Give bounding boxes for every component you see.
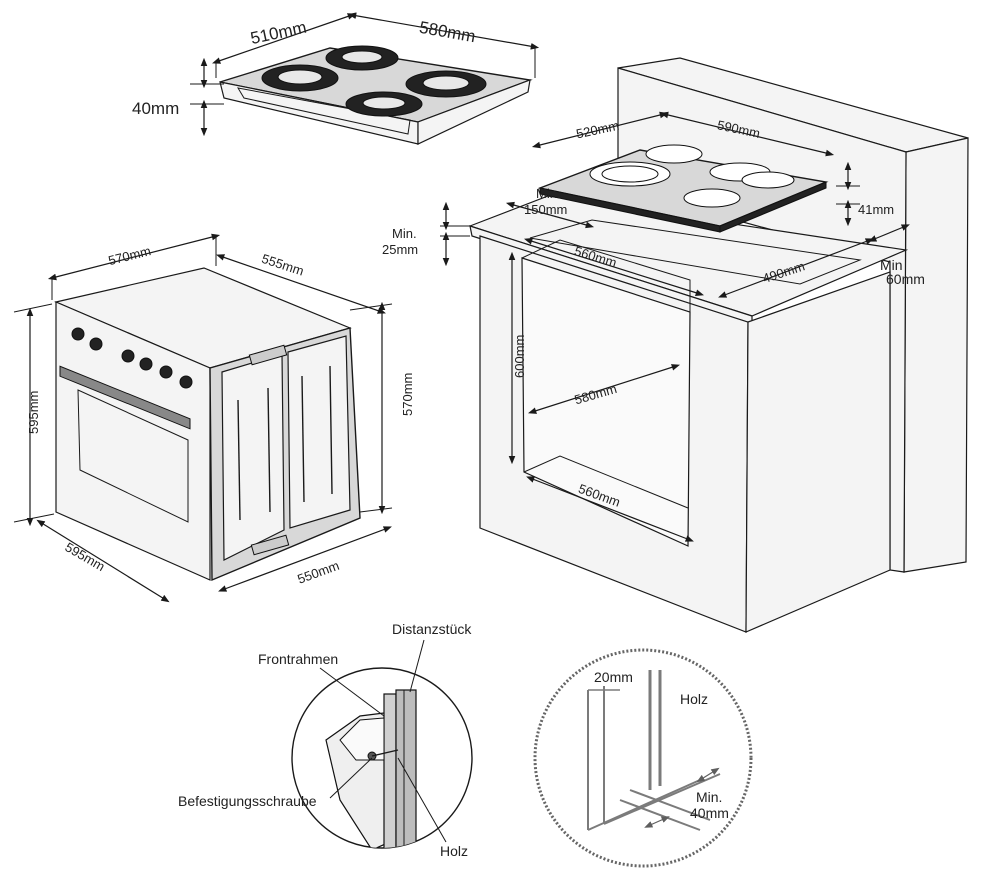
hob-depth-dimension: [347, 12, 540, 50]
detail-gap-label: 20mm: [594, 669, 633, 685]
oven-top-width-dimension: [47, 233, 221, 281]
detail-holz-label: Holz: [680, 691, 708, 707]
hob-side-edge: [417, 79, 531, 145]
niche-bottom-dimension: [526, 476, 694, 542]
oven-bottom-depth-label: 550mm: [295, 558, 341, 587]
gas-hob: 510mm 580mm 40mm: [132, 12, 540, 145]
min-side-label-1: Min: [880, 257, 903, 273]
oven-side-height-label: 570mm: [400, 373, 415, 416]
label-distanzstueck: Distanzstück: [392, 621, 472, 637]
oven-top-depth-label: 555mm: [260, 251, 306, 279]
min-back-label-1: Min.: [536, 186, 561, 201]
oven-handle: [59, 365, 191, 430]
min-side-label-2: 60mm: [886, 271, 925, 287]
oven: 570mm 555mm 595mm 595mm 570mm 550mm: [13, 233, 415, 603]
detail-min-label-1: Min.: [696, 789, 722, 805]
oven-window: [77, 389, 189, 523]
detail-min-label-2: 40mm: [690, 805, 729, 821]
oven-front-height-label: 595mm: [26, 391, 41, 434]
oven-rack-left: [221, 353, 285, 561]
label-frontrahmen: Frontrahmen: [258, 651, 338, 667]
label-befestigungsschraube: Befestigungsschraube: [178, 793, 317, 809]
cabinet-hob-width-dimension: [531, 111, 669, 149]
cutout-width-dimension: [523, 238, 705, 296]
detail-spacing: 20mm Holz Min. 40mm: [533, 648, 753, 868]
cabinet-hob-depth-dimension: [659, 111, 835, 157]
cabinet-hob-width-label: 520mm: [575, 118, 621, 142]
min-back-label-2: 150mm: [524, 202, 567, 217]
label-holz-left: Holz: [440, 843, 468, 859]
oven-bottom-depth-dimension: [218, 526, 392, 592]
min-top-label-1: Min.: [392, 226, 417, 241]
hob-depth-label: 580mm: [418, 18, 477, 47]
cabinet: 520mm 590mm 41mm Min. 150mm Min. 25mm 56…: [382, 57, 969, 633]
cutout-depth-dimension: [718, 238, 874, 298]
detail-mounting: Distanzstück Frontrahmen Befestigungssch…: [178, 621, 473, 859]
cabinet-hob-height-label: 41mm: [858, 202, 894, 217]
hob-height-label: 40mm: [132, 99, 179, 118]
hob-width-dimension: [212, 13, 356, 64]
oven-front-width-dimension: [36, 519, 170, 603]
min-top-label-2: 25mm: [382, 242, 418, 257]
oven-top-depth-dimension: [216, 254, 386, 314]
oven-front-width-label: 595mm: [62, 539, 107, 574]
cabinet-side: [745, 271, 891, 633]
oven-knobs: [71, 327, 193, 389]
cabinet-wall-side: [903, 137, 969, 573]
niche-width-dimension: [527, 364, 681, 414]
hob-width-label: 510mm: [249, 18, 308, 48]
niche-height-label: 600mm: [512, 335, 527, 378]
oven-rack-right: [287, 335, 351, 529]
oven-top-width-label: 570mm: [107, 243, 153, 268]
min-back-dimension: [505, 201, 595, 229]
